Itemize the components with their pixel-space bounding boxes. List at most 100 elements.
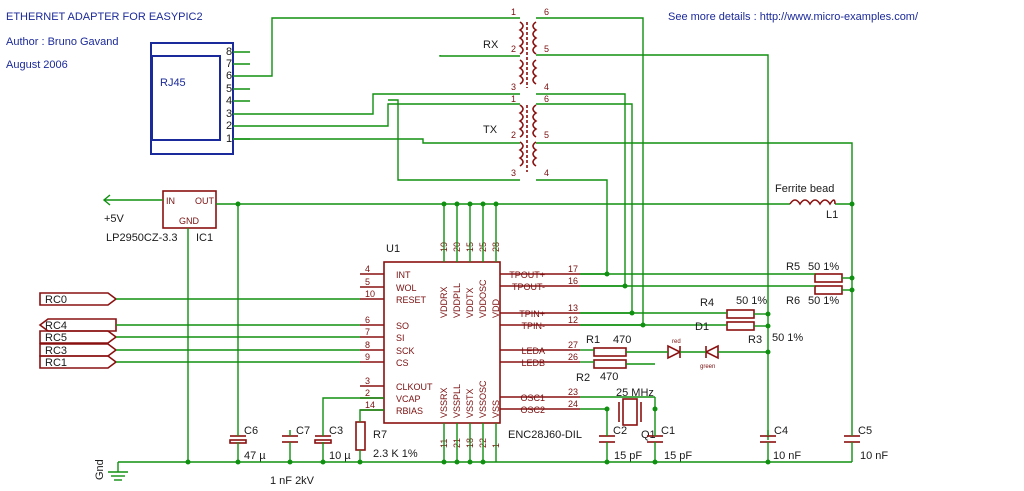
svg-text:7: 7 xyxy=(226,58,232,70)
svg-text:LP2950CZ-3.3: LP2950CZ-3.3 xyxy=(106,232,178,244)
u1-pin-name: VSSOSC xyxy=(478,380,488,418)
svg-text:470: 470 xyxy=(600,371,618,383)
svg-text:8: 8 xyxy=(226,46,232,58)
junction-dot xyxy=(849,201,855,207)
u1-pin-num: 17 xyxy=(568,264,578,274)
resistor-r7: R7 2.3 K 1% xyxy=(355,421,418,460)
junction-dot xyxy=(640,322,646,328)
svg-text:OUT: OUT xyxy=(195,196,215,206)
svg-text:C3: C3 xyxy=(329,425,343,437)
svg-text:4: 4 xyxy=(544,168,549,178)
u1-pin-num: 16 xyxy=(568,276,578,286)
svg-text:R1: R1 xyxy=(586,334,600,346)
u1-pin-num: 5 xyxy=(365,277,370,287)
u1-pin-num: 26 xyxy=(568,352,578,362)
svg-text:L1: L1 xyxy=(826,209,838,221)
port-label: RC1 xyxy=(45,357,67,369)
u1-pin-name: SCK xyxy=(396,346,415,356)
junction-dot xyxy=(629,310,635,316)
svg-text:Q1: Q1 xyxy=(641,429,656,441)
svg-text:10 µ: 10 µ xyxy=(329,450,351,462)
junction-dot xyxy=(480,459,486,465)
svg-text:4: 4 xyxy=(544,82,549,92)
u1-pin-name: VCAP xyxy=(396,394,421,404)
junction-dot xyxy=(604,406,610,412)
u1-pin-name: WOL xyxy=(396,283,417,293)
port-rc3 xyxy=(39,343,118,357)
u1-pin-name: VDDRX xyxy=(439,286,449,318)
svg-text:D1: D1 xyxy=(695,321,709,333)
u1-pin-name: OSC1 xyxy=(520,393,545,403)
resistor-r3: R3 50 1% xyxy=(726,321,803,346)
ferrite-bead-l1: Ferrite bead L1 xyxy=(775,183,838,221)
junction-dot xyxy=(765,311,771,317)
svg-text:6: 6 xyxy=(226,70,232,82)
svg-text:15 pF: 15 pF xyxy=(614,450,642,462)
svg-text:10 nF: 10 nF xyxy=(773,450,801,462)
junction-dot xyxy=(235,459,241,465)
title: ETHERNET ADAPTER FOR EASYPIC2 xyxy=(6,11,203,23)
svg-text:4: 4 xyxy=(226,95,232,107)
svg-text:1 nF 2kV: 1 nF 2kV xyxy=(270,475,315,487)
resistor-r5: R5 50 1% xyxy=(786,261,843,283)
svg-text:1: 1 xyxy=(226,133,232,145)
u1-pin-num: 6 xyxy=(365,315,370,325)
svg-text:TX: TX xyxy=(483,124,498,136)
junction-dot xyxy=(454,459,460,465)
svg-text:R5: R5 xyxy=(786,261,800,273)
u1-pin-name: TPIN- xyxy=(522,321,546,331)
junction-dot xyxy=(467,459,473,465)
port-rc5 xyxy=(39,330,118,344)
svg-text:R3: R3 xyxy=(748,334,762,346)
svg-text:1: 1 xyxy=(511,7,516,17)
junction-dot xyxy=(467,201,473,207)
svg-text:C5: C5 xyxy=(858,425,872,437)
svg-text:1: 1 xyxy=(511,94,516,104)
svg-text:C2: C2 xyxy=(613,425,627,437)
transformer-tx: TX 1 6 2 5 3 4 xyxy=(483,94,549,178)
junction-dot xyxy=(849,275,855,281)
resistor-r2: R2 470 xyxy=(576,359,627,384)
svg-text:10 nF: 10 nF xyxy=(860,450,888,462)
u1-pin-name: CLKOUT xyxy=(396,382,433,392)
junction-dot xyxy=(849,287,855,293)
u1-pin-num: 13 xyxy=(568,303,578,313)
svg-text:2.3 K 1%: 2.3 K 1% xyxy=(373,448,418,460)
supply-label: +5V xyxy=(104,213,125,225)
svg-text:3: 3 xyxy=(226,108,232,120)
crystal-q1: 25 MHz Q1 xyxy=(616,387,656,441)
u1-pin-num: 7 xyxy=(365,327,370,337)
u1-pin-num: 10 xyxy=(365,289,375,299)
svg-text:Gnd: Gnd xyxy=(94,459,106,480)
junction-dot xyxy=(357,459,363,465)
regulator-ic1: IN OUT GND LP2950CZ-3.3 IC1 xyxy=(106,190,217,244)
u1-pin-name: INT xyxy=(396,270,411,280)
u1-pin-num: 3 xyxy=(365,376,370,386)
svg-text:IN: IN xyxy=(166,196,175,206)
date: August 2006 xyxy=(6,59,68,71)
u1-pin-num: 4 xyxy=(365,264,370,274)
u1-pin-name: TPOUT+ xyxy=(509,270,545,280)
junction-dot xyxy=(604,271,610,277)
u1-pin-name: VSSTX xyxy=(465,388,475,418)
svg-text:R2: R2 xyxy=(576,372,590,384)
u1-pin-num: 23 xyxy=(568,387,578,397)
u1-pin-name: VDD xyxy=(491,298,501,318)
svg-text:R6: R6 xyxy=(786,295,800,307)
more-details-link[interactable]: See more details : http://www.micro-exam… xyxy=(668,11,919,23)
svg-text:6: 6 xyxy=(544,7,549,17)
svg-text:IC1: IC1 xyxy=(196,232,213,244)
junction-dot xyxy=(652,406,658,412)
svg-text:C1: C1 xyxy=(661,425,675,437)
u1-pin-name: TPIN+ xyxy=(519,309,545,319)
svg-text:25 MHz: 25 MHz xyxy=(616,387,654,399)
svg-text:3: 3 xyxy=(511,168,516,178)
svg-text:R4: R4 xyxy=(700,297,714,309)
u1-pin-name: OSC2 xyxy=(520,405,545,415)
port-label: RC0 xyxy=(45,294,67,306)
